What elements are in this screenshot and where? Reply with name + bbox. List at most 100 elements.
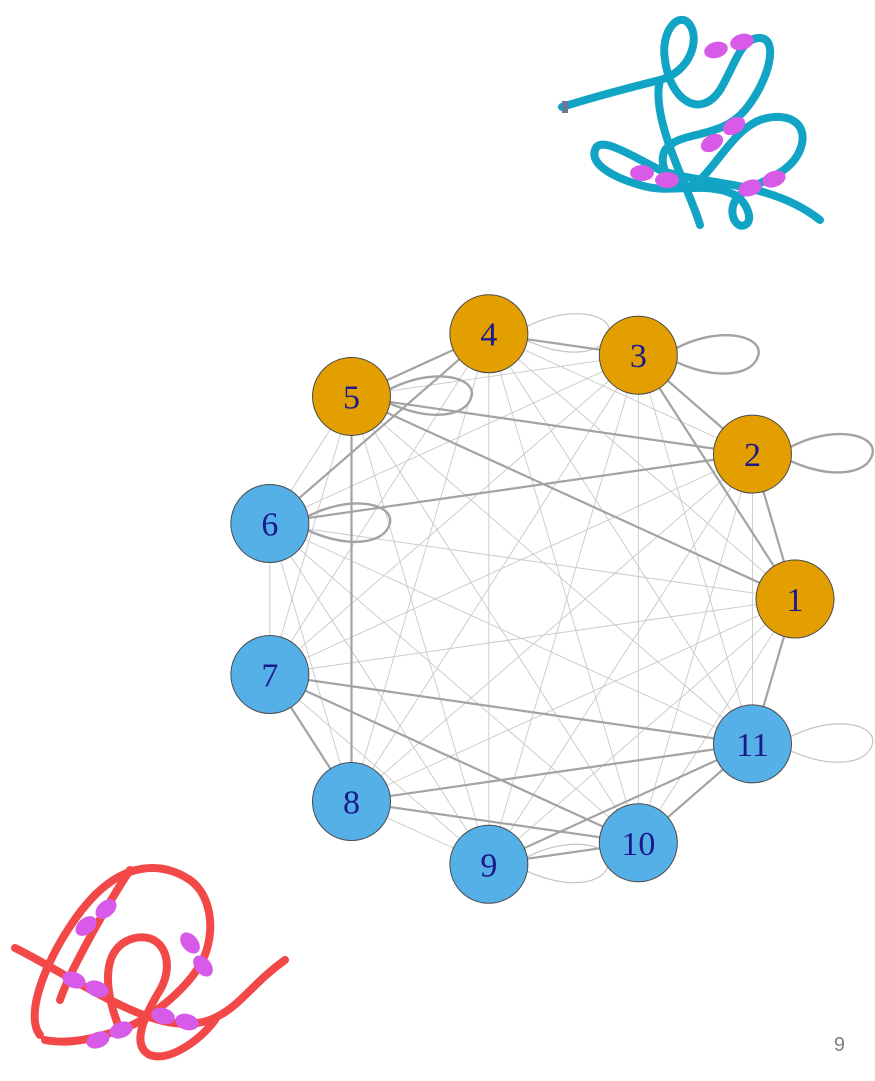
node-3: 3	[598, 315, 678, 395]
edge	[269, 354, 639, 524]
node-10: 10	[598, 803, 678, 883]
edge	[488, 355, 639, 865]
red-knot-beads	[62, 899, 213, 1049]
edge	[351, 453, 753, 802]
node-label: 4	[480, 317, 497, 354]
edge	[351, 333, 490, 802]
node-label: 1	[787, 582, 804, 619]
node-circle	[598, 315, 678, 395]
bead	[62, 971, 86, 989]
node-7: 7	[230, 635, 310, 715]
edge	[269, 453, 753, 675]
bead	[738, 179, 762, 197]
node-4: 4	[449, 294, 529, 374]
edge-heavy	[269, 332, 490, 525]
edge	[637, 598, 796, 844]
edge	[488, 333, 753, 455]
page-number: 9	[833, 1034, 845, 1056]
node-circle	[598, 803, 678, 883]
bead	[180, 932, 200, 954]
edge	[488, 333, 753, 745]
edge	[488, 333, 639, 843]
edge	[269, 396, 352, 675]
bead	[175, 1013, 199, 1031]
node-circle	[449, 294, 529, 374]
bead	[85, 980, 109, 998]
node-9: 9	[449, 824, 529, 904]
node-8: 8	[311, 762, 391, 842]
bead	[655, 172, 679, 188]
bead	[700, 133, 724, 153]
bead	[109, 1021, 133, 1039]
edge	[351, 396, 753, 745]
edge	[269, 354, 639, 675]
node-circle	[230, 483, 310, 563]
self-loop	[787, 433, 874, 474]
teal-knot-strand	[558, 15, 824, 230]
edge	[488, 453, 753, 865]
edge	[488, 598, 796, 865]
node-1: 1	[755, 559, 835, 639]
edge	[269, 674, 490, 865]
edge	[269, 523, 796, 600]
bead	[75, 916, 97, 936]
node-5: 5	[311, 356, 391, 436]
node-circle	[230, 635, 310, 715]
edge-heavy	[351, 395, 796, 601]
bead	[630, 165, 654, 181]
edge	[351, 598, 796, 802]
edge	[637, 453, 753, 843]
edge-layer-light	[269, 333, 796, 865]
edge	[351, 354, 639, 397]
bead	[762, 170, 786, 188]
edge-heavy	[269, 673, 753, 745]
bead	[722, 116, 746, 136]
red-knot-strand	[56, 866, 134, 1004]
edge	[269, 598, 796, 675]
self-loop	[673, 334, 760, 375]
edge	[269, 523, 753, 745]
edge	[269, 523, 490, 865]
node-label: 2	[744, 437, 761, 474]
bead	[704, 41, 728, 59]
node-label: 7	[261, 658, 278, 695]
teal-knot-strand	[654, 76, 704, 229]
edge	[269, 523, 639, 844]
bead	[95, 899, 117, 919]
teal-knot-end	[562, 101, 568, 113]
edge	[351, 396, 490, 865]
edge	[637, 355, 753, 745]
bead	[730, 33, 754, 51]
self-loop	[305, 502, 392, 543]
edge-heavy	[269, 673, 639, 844]
node-circle	[755, 559, 835, 639]
node-6: 6	[230, 483, 310, 563]
teal-knot-beads	[630, 33, 786, 197]
node-label: 11	[736, 727, 769, 764]
node-label: 5	[343, 379, 360, 416]
edge-heavy	[637, 354, 796, 600]
node-circle	[712, 704, 792, 784]
bead	[193, 955, 213, 977]
edge-heavy	[351, 742, 753, 803]
edge-heavy	[351, 800, 639, 844]
node-circle	[449, 824, 529, 904]
node-2: 2	[712, 414, 792, 494]
edge-heavy	[488, 742, 753, 866]
edge	[351, 396, 639, 844]
edge-heavy	[351, 395, 753, 456]
edge	[269, 333, 490, 675]
node-label: 9	[480, 847, 497, 884]
edge	[488, 333, 796, 600]
node-circle	[712, 414, 792, 494]
edge-heavy	[269, 453, 753, 525]
node-label: 3	[630, 338, 647, 375]
bead	[151, 1007, 175, 1025]
node-circle	[311, 762, 391, 842]
node-label: 10	[621, 826, 655, 863]
node-layer: 1 2 3 4 5 6 7 8 9 10 11	[230, 294, 835, 904]
